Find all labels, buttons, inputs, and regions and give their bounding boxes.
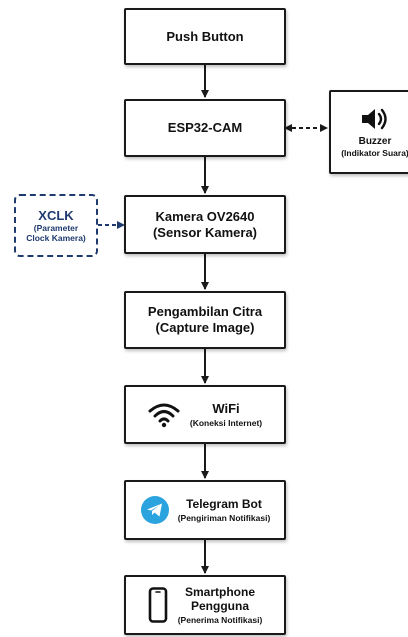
- smartphone-node: Smartphone Pengguna (Penerima Notifikasi…: [124, 575, 286, 635]
- smartphone-label-2: Pengguna: [190, 598, 249, 613]
- camera-node: Kamera OV2640 (Sensor Kamera): [124, 195, 286, 254]
- telegram-sub: (Pengiriman Notifikasi): [177, 513, 271, 524]
- smartphone-label-1: Smartphone: [184, 584, 255, 599]
- capture-label: Pengambilan Citra: [147, 304, 263, 320]
- xclk-node: XCLK (Parameter Clock Kamera): [14, 194, 98, 257]
- smartphone-icon: [148, 587, 168, 623]
- buzzer-sub: (Indikator Suara): [341, 147, 408, 158]
- push-button-label: Push Button: [166, 28, 244, 44]
- speaker-icon: [360, 106, 390, 132]
- push-button-node: Push Button: [124, 8, 286, 65]
- xclk-label: XCLK: [38, 207, 74, 223]
- wifi-label: WiFi: [212, 400, 240, 416]
- telegram-node: Telegram Bot (Pengiriman Notifikasi): [124, 480, 286, 540]
- xclk-sub-1: (Parameter: [33, 223, 79, 234]
- capture-node: Pengambilan Citra (Capture Image): [124, 291, 286, 349]
- xclk-sub-2: Clock Kamera): [26, 233, 86, 244]
- buzzer-label: Buzzer: [358, 135, 392, 147]
- esp32-node: ESP32-CAM: [124, 99, 286, 157]
- camera-sub: (Sensor Kamera): [152, 224, 258, 240]
- capture-sub: (Capture Image): [155, 320, 255, 335]
- wifi-sub: (Koneksi Internet): [189, 418, 263, 429]
- esp32-label: ESP32-CAM: [167, 120, 243, 136]
- buzzer-node: Buzzer (Indikator Suara): [329, 90, 408, 174]
- wifi-icon: [148, 402, 180, 428]
- telegram-label: Telegram Bot: [186, 496, 262, 511]
- camera-label: Kamera OV2640: [155, 208, 255, 224]
- smartphone-sub: (Penerima Notifikasi): [177, 615, 263, 626]
- telegram-icon: [140, 495, 170, 525]
- wifi-node: WiFi (Koneksi Internet): [124, 385, 286, 444]
